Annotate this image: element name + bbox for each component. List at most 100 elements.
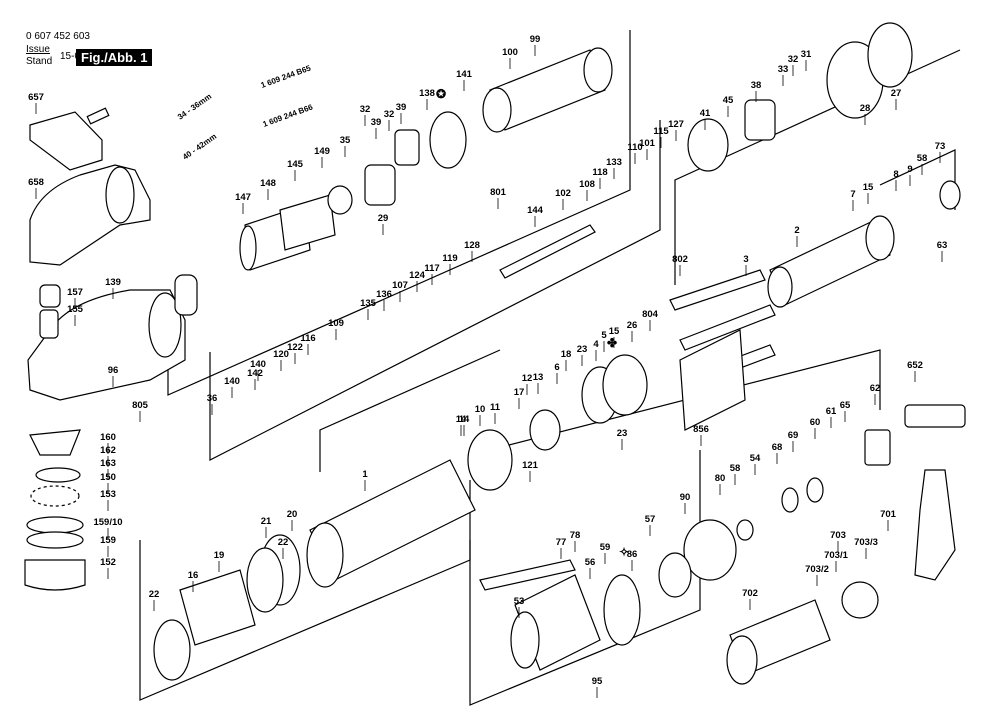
callout-label: 32	[360, 104, 371, 115]
callout-label: 19	[214, 550, 225, 561]
callout-label: 95	[592, 676, 603, 687]
callout-label: 657	[28, 92, 44, 103]
wrench-label: 1 609 244 B66	[262, 102, 315, 129]
callout-label: 4	[593, 339, 599, 350]
callout-label: 99	[530, 34, 541, 45]
callout-label: 62	[870, 383, 881, 394]
callout-label: 702	[742, 588, 758, 599]
callout-label: 10	[475, 404, 486, 415]
callout-label: 153	[100, 489, 116, 500]
callout-label: 68	[772, 442, 783, 453]
callout-label: 102	[555, 188, 571, 199]
callout-label: 159/10	[93, 517, 122, 528]
callout-label: 31	[801, 49, 812, 60]
callout-label: 45	[723, 95, 734, 106]
callout-label: 117	[424, 263, 439, 274]
stand-label: Stand	[26, 56, 53, 67]
callout-label: 1	[362, 469, 368, 480]
callout-label: 20	[287, 509, 298, 520]
callout-label: 157	[67, 287, 83, 298]
callout-label: 128	[464, 240, 480, 251]
callout-label: 142	[247, 368, 263, 379]
callout-label: 15	[863, 182, 874, 193]
callout-label: 9	[907, 164, 912, 175]
callout-label: 39	[396, 102, 407, 113]
callout-label: 78	[570, 530, 581, 541]
callout-label: 54	[750, 453, 761, 464]
callout-labels: 65765813915715596805160162163150153159/1…	[28, 34, 947, 687]
star-symbol-icon: ✪	[436, 87, 447, 101]
callout-label: 107	[392, 280, 408, 291]
callout-label: 39	[371, 117, 382, 128]
callout-label: 26	[627, 320, 638, 331]
callout-label: 56	[585, 557, 596, 568]
callout-label: 6	[554, 362, 559, 373]
callout-label: 57	[645, 514, 656, 525]
callout-label: 124	[409, 270, 426, 281]
callout-label: 3	[743, 254, 748, 265]
callout-label: 59	[600, 542, 611, 553]
callout-label: 11	[490, 402, 501, 413]
callout-label: 159	[100, 535, 116, 546]
callout-label: 32	[788, 54, 799, 65]
callout-label: 118	[592, 167, 607, 178]
callout-label: 32	[384, 109, 395, 120]
callout-label: 15	[609, 326, 620, 337]
callout-label: 108	[579, 179, 595, 190]
callout-label: 29	[378, 213, 389, 224]
callout-label: 2	[794, 225, 799, 236]
callout-label: 27	[891, 88, 902, 99]
callout-label: 80	[715, 473, 726, 484]
callout-label: 101	[639, 138, 656, 149]
callout-label: 652	[907, 360, 923, 371]
callout-label: 17	[514, 387, 525, 398]
callout-label: 109	[328, 318, 344, 329]
callout-label: 140	[224, 376, 240, 387]
callout-label: 96	[108, 365, 119, 376]
callout-label: 856	[693, 424, 709, 435]
callout-label: 701	[880, 509, 897, 520]
callout-label: 77	[556, 537, 567, 548]
callout-label: 36	[207, 393, 218, 404]
callout-label: 58	[917, 153, 928, 164]
callout-label: 63	[937, 240, 948, 251]
callout-label: 703/2	[805, 564, 829, 575]
callout-label: 21	[261, 516, 272, 527]
callout-label: 122	[287, 342, 303, 353]
callout-label: 658	[28, 177, 44, 188]
callout-label: 8	[893, 169, 898, 180]
callout-label: 703	[830, 530, 846, 541]
callout-label: 135	[360, 298, 377, 309]
callout-label: 18	[561, 349, 572, 360]
callout-label: 13	[533, 372, 544, 383]
callout-label: 144	[527, 205, 544, 216]
callout-label: 7	[850, 189, 855, 200]
callout-label: 14	[456, 414, 467, 425]
callout-label: 141	[456, 69, 473, 80]
callout-label: 16	[188, 570, 199, 581]
figure-label: Fig./Abb. 1	[76, 49, 153, 66]
callout-label: 69	[788, 430, 799, 441]
callout-label: 38	[751, 80, 762, 91]
callout-label: 12	[522, 373, 533, 384]
callout-label: 115	[653, 126, 669, 137]
callout-label: 139	[105, 277, 121, 288]
issue-label: Issue	[26, 44, 50, 55]
callout-label: 152	[100, 557, 116, 568]
callout-label: 155	[67, 304, 84, 315]
cross-symbol-icon: ✤	[607, 336, 617, 350]
callout-label: 22	[149, 589, 160, 600]
callout-label: 805	[132, 400, 149, 411]
callout-label: 121	[522, 460, 539, 471]
callout-label: 65	[840, 400, 851, 411]
callout-label: 127	[668, 119, 684, 130]
callout-label: 23	[617, 428, 628, 439]
callout-label: 86	[627, 549, 638, 560]
callout-label: 119	[442, 253, 457, 264]
callout-label: 73	[935, 141, 946, 152]
callout-label: 147	[235, 192, 251, 203]
callout-label: 138	[419, 88, 435, 99]
callout-label: 33	[778, 64, 789, 75]
